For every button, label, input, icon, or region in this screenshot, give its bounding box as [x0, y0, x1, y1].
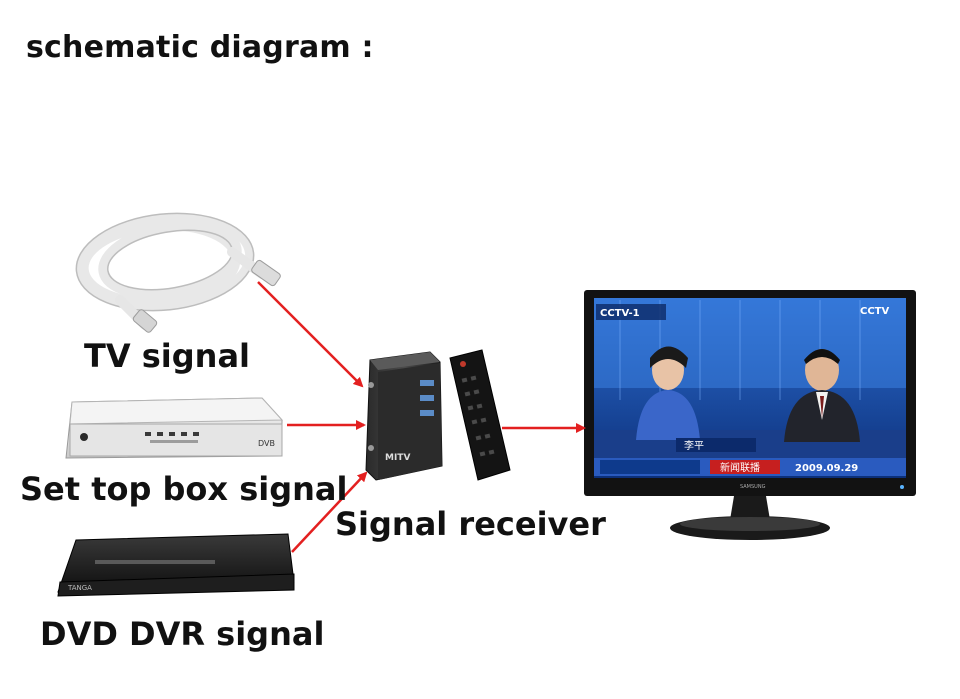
set-top-box-signal-label: Set top box signal [20, 470, 348, 508]
arrow-dvd-to-receiver [291, 471, 368, 553]
stb-badge: DVB [258, 439, 275, 448]
tv-signal-label: TV signal [84, 337, 250, 375]
tv-monitor-image: CCTV-1 CCTV 李平 新闻联播 2009.09.29 SAMSUNG [584, 290, 916, 540]
set-top-box-image: DVB [65, 397, 284, 459]
receiver-brand: MITV [385, 453, 410, 463]
signal-receiver-image: MITV [365, 351, 443, 481]
signal-arrows [257, 281, 586, 553]
tv-cable-image [75, 212, 281, 333]
arrow-tv-to-receiver [257, 281, 364, 388]
diagram-title: schematic diagram : [26, 30, 374, 65]
dvd-player-image: TANGA [57, 533, 295, 597]
news-caption: 新闻联播 [720, 461, 760, 474]
monitor-brand: SAMSUNG [740, 484, 766, 490]
signal-receiver-label: Signal receiver [335, 505, 606, 543]
remote-control-image [449, 349, 511, 481]
dvd-brand: TANGA [67, 584, 92, 592]
channel-right-text: CCTV [860, 306, 889, 317]
date-caption: 2009.09.29 [795, 463, 858, 474]
name-caption: 李平 [684, 439, 704, 452]
channel-left-text: CCTV-1 [600, 308, 640, 319]
dvd-dvr-signal-label: DVD DVR signal [40, 615, 325, 653]
